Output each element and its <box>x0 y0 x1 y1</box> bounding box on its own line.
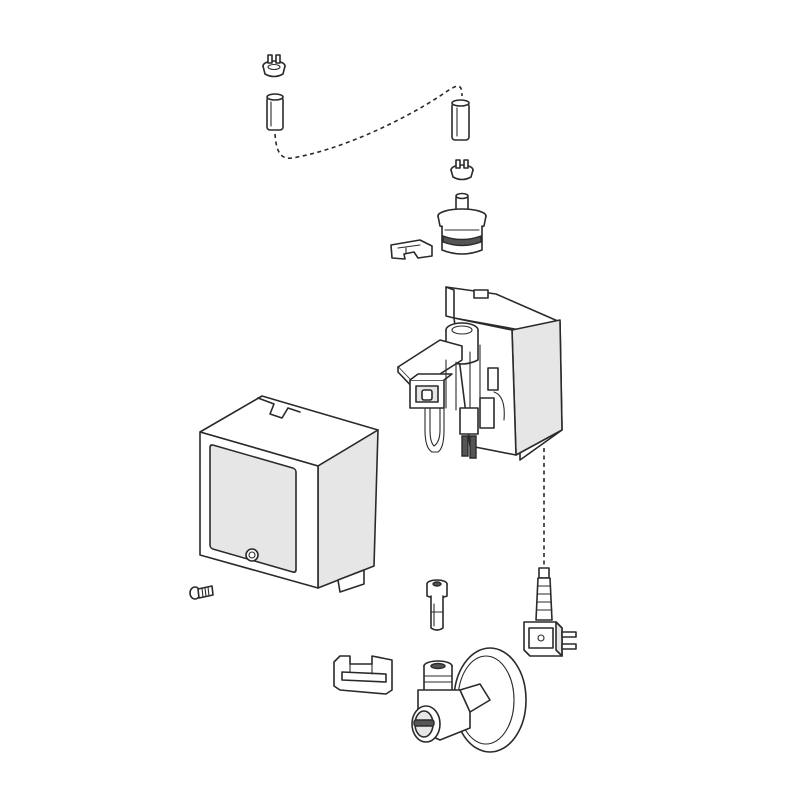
power-plug-icon <box>523 567 577 657</box>
tube-left-icon <box>266 93 284 131</box>
sensor-cover-icon <box>199 395 379 593</box>
inlet-connector-icon <box>437 192 487 255</box>
angle-stop-valve-icon <box>411 647 527 753</box>
retaining-clip-top-icon <box>390 239 433 260</box>
tube-right-icon <box>451 99 470 141</box>
fixing-screw-icon <box>189 585 214 600</box>
solenoid-valve-unit-icon <box>397 286 563 461</box>
retaining-clip-bottom-icon <box>333 655 393 695</box>
strainer-cartridge-icon <box>426 579 448 631</box>
hose-clamp-top-left-icon <box>262 54 286 78</box>
flexible-hose-line <box>274 85 463 159</box>
hose-clamp-right-icon <box>450 159 474 181</box>
